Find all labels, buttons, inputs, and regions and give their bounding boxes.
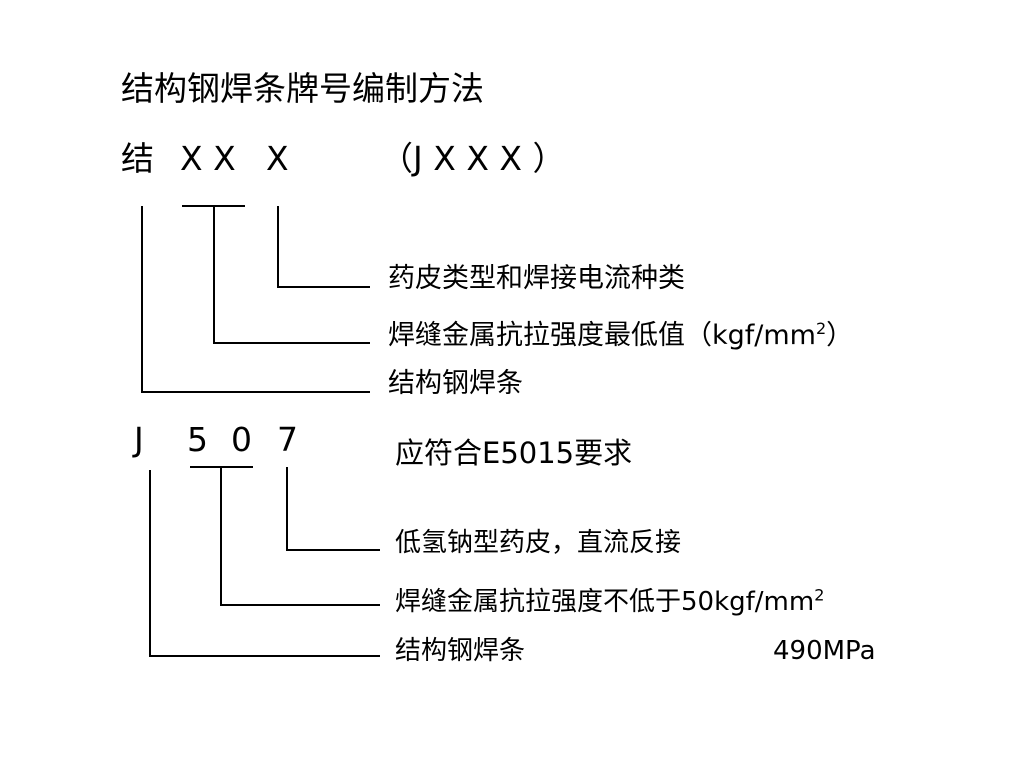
example-label-mpa: 490MPa	[773, 636, 876, 666]
pattern-label-strength-close: ）	[826, 320, 854, 351]
example-digit-0: 0	[231, 420, 252, 459]
pattern-label-strength-sup: 2	[815, 319, 827, 338]
pattern-label-strength-text: 焊缝金属抗拉强度最低值（kgf/mm	[388, 320, 816, 351]
pattern-prefix: 结	[121, 139, 154, 178]
example-digit-5: 5	[187, 420, 208, 459]
example-label-coating: 低氢钠型药皮，直流反接	[395, 528, 682, 558]
pattern-x: X	[266, 139, 289, 178]
example-label-strength: 焊缝金属抗拉强度不低于50kgf/mm2	[395, 587, 824, 617]
example-label-category: 结构钢焊条	[395, 636, 526, 666]
pattern-xx: X X	[180, 139, 236, 178]
example-digit-7: 7	[277, 420, 298, 459]
example-note: 应符合E5015要求	[395, 436, 633, 470]
pattern-label-strength: 焊缝金属抗拉强度最低值（kgf/mm2）	[388, 319, 854, 351]
page-title: 结构钢焊条牌号编制方法	[121, 69, 484, 108]
pattern-alt-code: （J X X X ）	[380, 139, 566, 178]
example-label-strength-sup: 2	[814, 585, 825, 605]
pattern-label-coating: 药皮类型和焊接电流种类	[388, 263, 685, 294]
example-label-strength-text: 焊缝金属抗拉强度不低于50kgf/mm	[395, 587, 815, 617]
example-j: J	[134, 420, 144, 459]
pattern-label-category: 结构钢焊条	[388, 368, 523, 399]
